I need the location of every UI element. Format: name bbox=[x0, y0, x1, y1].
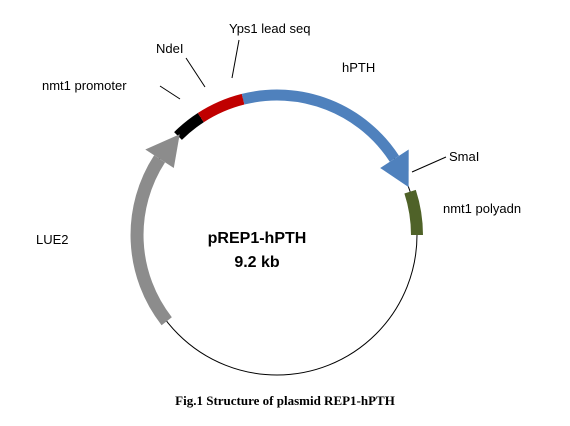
plasmid-name: pREP1-hPTH bbox=[208, 230, 307, 247]
lue2-arrowhead bbox=[145, 134, 180, 168]
smai-leader bbox=[411, 156, 447, 173]
yps1-lead-seq-arc bbox=[197, 93, 245, 123]
nmt1-promoter-leader bbox=[159, 85, 181, 100]
nmt1-polyadn-label: nmt1 polyadn bbox=[443, 201, 521, 216]
nmt1-promoter-label: nmt1 promoter bbox=[42, 78, 127, 93]
lue2-arc bbox=[130, 155, 172, 326]
yps1-leader bbox=[231, 39, 240, 79]
smai-label: SmaI bbox=[449, 149, 479, 164]
lue2-label: LUE2 bbox=[36, 232, 69, 247]
nmt1-polyadn-arc bbox=[404, 189, 423, 236]
nmt1-promoter-arc bbox=[174, 112, 204, 140]
plasmid-size: 9.2 kb bbox=[234, 254, 280, 271]
hpth-arc bbox=[241, 89, 400, 162]
figure-caption: Fig.1 Structure of plasmid REP1-hPTH bbox=[175, 393, 395, 408]
ndei-leader bbox=[185, 57, 206, 88]
hpth-label: hPTH bbox=[342, 60, 375, 75]
ndei-label: NdeI bbox=[156, 41, 183, 56]
hpth-arrowhead bbox=[380, 149, 409, 188]
yps1-label: Yps1 lead seq bbox=[229, 21, 310, 36]
